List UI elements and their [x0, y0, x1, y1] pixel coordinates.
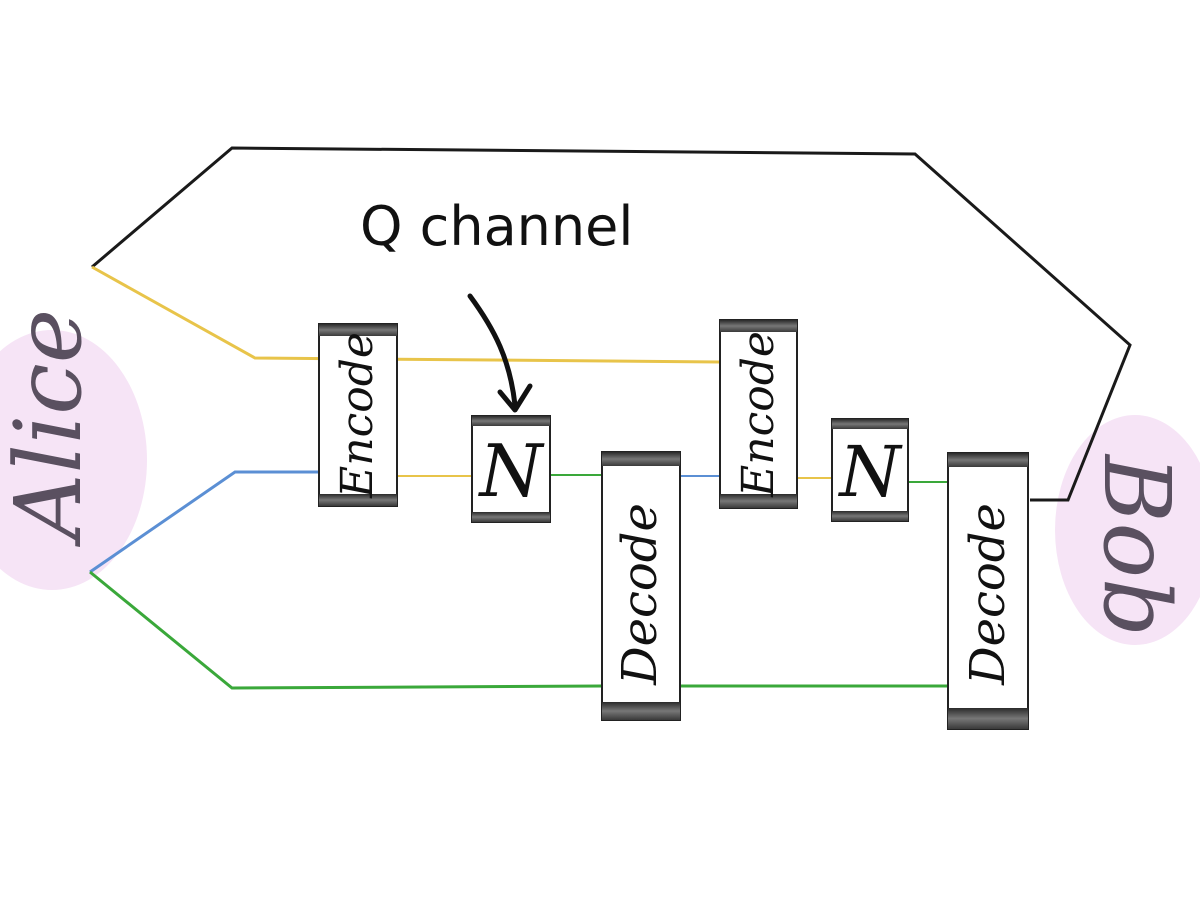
encode-block-1: Encode [318, 323, 398, 507]
green-wire-lower [89, 570, 603, 690]
bob-label: Bob [1083, 453, 1190, 637]
channel-block-2: N [831, 418, 909, 522]
q-channel-annotation: Q channel [360, 195, 633, 258]
classical-channel-wire [91, 146, 1132, 502]
encode-block-2: Encode [719, 319, 798, 509]
decode-block-1-label: Decode [612, 503, 668, 686]
channel-block-1-label: N [478, 429, 546, 513]
alice-label: Alice [0, 309, 102, 548]
blue-wire [89, 470, 320, 574]
channel-block-1: N [471, 415, 551, 523]
decode-block-2-label: Decode [960, 503, 1016, 686]
alice-blob [0, 330, 147, 590]
decode-block-2: Decode [947, 452, 1029, 730]
encode-block-1-label: Encode [332, 332, 383, 499]
bob-blob [1055, 415, 1200, 645]
channel-block-2-label: N [837, 431, 903, 513]
encode-block-2-label: Encode [733, 331, 784, 498]
yellow-wire-top [91, 265, 721, 364]
decode-block-1: Decode [601, 451, 681, 721]
arrow-head-icon [497, 383, 533, 413]
annotation-arrow [467, 293, 518, 408]
